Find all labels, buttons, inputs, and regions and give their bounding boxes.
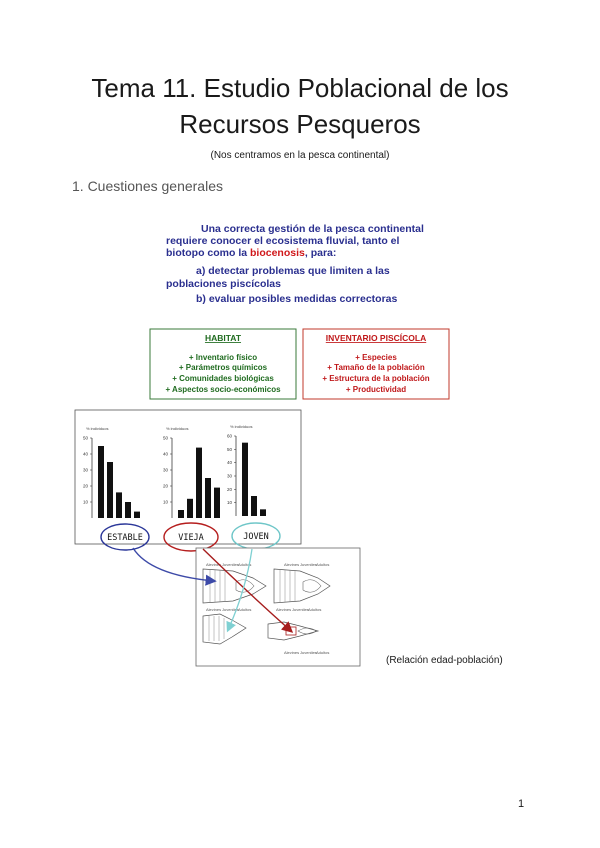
histogram-bar [260, 509, 266, 516]
histogram-vieja: % individuos 50 40 30 20 10 [163, 426, 220, 518]
y-axis-label: % individuos [166, 426, 188, 431]
inventario-item: + Tamaño de la población [327, 363, 425, 372]
histogram-bar [196, 447, 202, 518]
page-number: 1 [518, 798, 525, 810]
tick-label: 30 [83, 468, 89, 473]
histograms: % individuos 50 40 30 20 10 % individuos 50 40 30… [83, 424, 266, 518]
habitat-item: + Parámetros químicos [179, 363, 268, 372]
pyramid-panel: Alevines Juveniles Adultos Alevines Juve… [195, 547, 361, 667]
histogram-bar [187, 498, 193, 518]
histogram-bar [134, 511, 140, 518]
y-axis-label: % individuos [86, 426, 108, 431]
intro-line-5: poblaciones piscícolas [166, 278, 281, 290]
habitat-title: HABITAT [205, 333, 242, 343]
intro-line-3: biotopo como la biocenosis, para: [166, 247, 336, 259]
tick-label: 40 [83, 452, 89, 457]
figure-caption: (Relación edad-población) [386, 655, 503, 666]
tick-label: 30 [163, 468, 169, 473]
tick-label: 60 [227, 434, 233, 439]
inventario-box: INVENTARIO PISCÍCOLA + Especies + Tamaño… [302, 328, 450, 400]
svg-text:Alevines: Alevines [284, 562, 299, 567]
svg-text:Juveniles: Juveniles [222, 562, 239, 567]
pyramid-diagram: Alevines Juveniles Adultos [273, 562, 331, 604]
intro-line-6: b) evaluar posibles medidas correctoras [196, 293, 397, 305]
y-axis-label: % individuos [230, 424, 252, 429]
population-labels: ESTABLE VIEJA JOVEN [100, 522, 281, 552]
intro-line-2: requiere conocer el ecosistema fluvial, … [166, 235, 400, 247]
joven-arrow [226, 548, 253, 633]
histogram-bar [125, 502, 131, 518]
tick-label: 30 [227, 474, 233, 479]
svg-text:Adultos: Adultos [316, 650, 329, 655]
histogram-joven: % individuos 60 50 40 30 20 10 [227, 424, 266, 516]
joven-label: JOVEN [243, 532, 269, 542]
histogram-bar [214, 487, 220, 518]
inventario-title: INVENTARIO PISCÍCOLA [326, 333, 426, 343]
svg-text:Adultos: Adultos [308, 607, 321, 612]
svg-text:Juveniles: Juveniles [292, 607, 309, 612]
vieja-label: VIEJA [178, 533, 204, 543]
histogram-bar [205, 478, 211, 518]
svg-text:Adultos: Adultos [238, 562, 251, 567]
intro-line-1: Una correcta gestión de la pesca contine… [201, 223, 424, 235]
biocenosis-word: biocenosis [250, 247, 305, 259]
histogram-bar [251, 496, 257, 516]
tick-label: 20 [83, 484, 89, 489]
estable-label: ESTABLE [107, 533, 143, 543]
intro-line-4: a) detectar problemas que limiten a las [196, 265, 390, 277]
tick-label: 10 [163, 500, 169, 505]
habitat-item: + Inventario físico [189, 353, 257, 362]
habitat-box: HABITAT + Inventario físico + Parámetros… [149, 328, 297, 400]
svg-text:Juveniles: Juveniles [300, 562, 317, 567]
svg-text:Juveniles: Juveniles [300, 650, 317, 655]
histogram-estable: % individuos 50 40 30 20 10 [83, 426, 140, 518]
histogram-bar [116, 492, 122, 518]
tick-label: 40 [163, 452, 169, 457]
histogram-bar [98, 446, 104, 518]
svg-text:Adultos: Adultos [238, 607, 251, 612]
inventario-item: + Estructura de la población [322, 374, 429, 383]
histogram-bar [107, 462, 113, 518]
tick-label: 40 [227, 460, 233, 465]
subtitle: (Nos centramos en la pesca continental) [210, 150, 390, 161]
inventario-item: + Productividad [346, 385, 406, 394]
title-line-2: Recursos Pesqueros [179, 109, 421, 139]
tick-label: 10 [227, 500, 233, 505]
histogram-bar [178, 510, 184, 518]
vieja-arrow [202, 548, 294, 633]
section-heading: 1. Cuestiones generales [72, 178, 223, 194]
habitat-item: + Comunidades biológicas [172, 374, 274, 383]
tick-label: 50 [83, 436, 89, 441]
svg-text:Alevines: Alevines [206, 562, 221, 567]
intro-text: Una correcta gestión de la pesca contine… [166, 223, 424, 305]
pyramid-diagram: Alevines Juveniles Adultos [202, 607, 251, 645]
estable-arrow [132, 547, 217, 586]
histogram-bar [242, 442, 248, 516]
vieja-circle [163, 522, 219, 552]
svg-text:Alevines: Alevines [284, 650, 299, 655]
svg-text:Adultos: Adultos [316, 562, 329, 567]
estable-circle [100, 523, 150, 551]
inventario-item: + Especies [355, 353, 397, 362]
page-title: Tema 11. Estudio Poblacional de los Recu… [0, 70, 600, 142]
tick-label: 20 [227, 487, 233, 492]
svg-text:Alevines: Alevines [276, 607, 291, 612]
tick-label: 50 [227, 447, 233, 452]
title-line-1: Tema 11. Estudio Poblacional de los [91, 73, 509, 103]
habitat-item: + Aspectos socio-económicos [165, 385, 281, 394]
svg-text:Alevines: Alevines [206, 607, 221, 612]
tick-label: 10 [83, 500, 89, 505]
svg-text:Juveniles: Juveniles [222, 607, 239, 612]
tick-label: 20 [163, 484, 169, 489]
tick-label: 50 [163, 436, 169, 441]
